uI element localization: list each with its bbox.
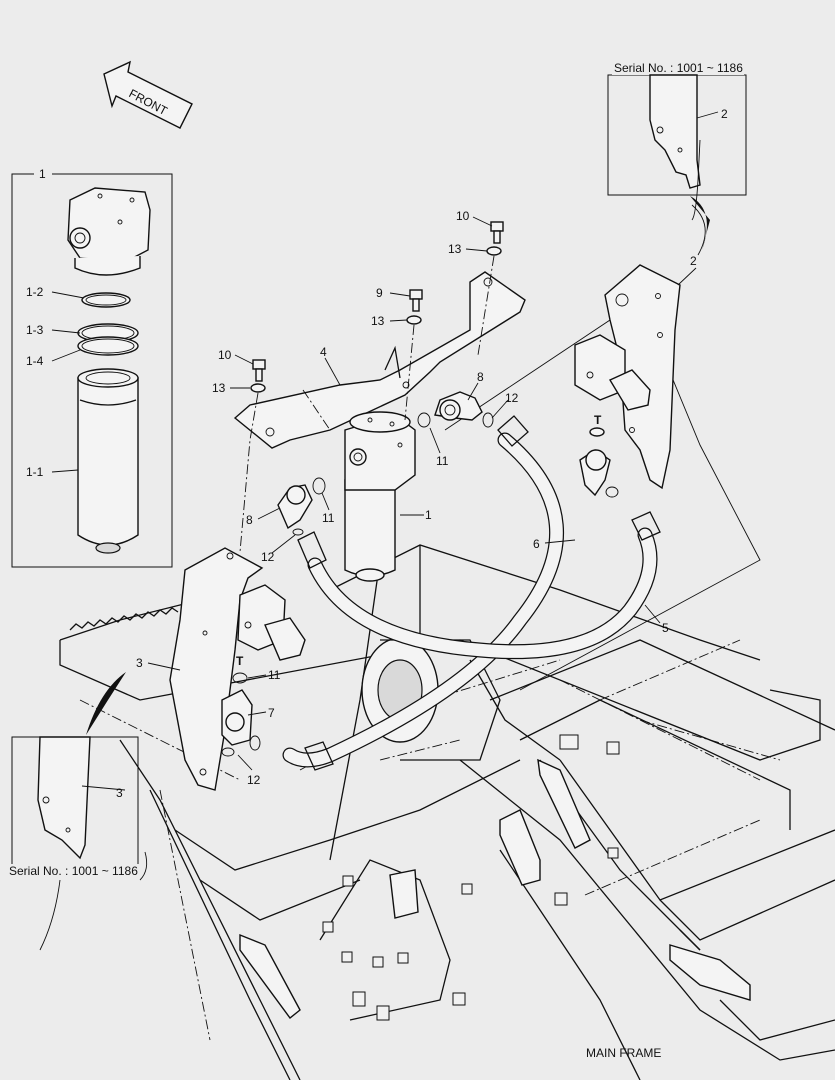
- bracket-4: [233, 271, 526, 449]
- elbow-8-right: [417, 391, 494, 428]
- callout-9: 9: [376, 286, 383, 300]
- callout-10-top: 10: [456, 209, 470, 223]
- bolt-10-top: [486, 221, 504, 256]
- callout-1-4: 1-4: [26, 354, 44, 368]
- callout-11-lower: 11: [268, 668, 281, 682]
- hose-5: [297, 511, 661, 660]
- callout-6: 6: [533, 537, 540, 551]
- callout-1-center: 1: [425, 508, 432, 522]
- inset-arrow-bottom-head: [86, 672, 126, 735]
- inset-serial-bottom: Serial No. : 1001 ~ 1186: [8, 736, 148, 951]
- bracket-2: [574, 264, 681, 490]
- callout-13-top: 13: [448, 242, 462, 256]
- callout-labels: 2 3 1-2 1-3 1-4 1-1 10 13 9 13 10 13 4 8…: [26, 107, 728, 1060]
- port-t-right: T: [594, 413, 602, 427]
- elbow-8-left: [277, 477, 326, 536]
- callout-4: 4: [320, 345, 327, 359]
- callout-3-inset: 3: [116, 786, 123, 800]
- callout-3: 3: [136, 656, 143, 670]
- callout-1-1: 1-1: [26, 465, 44, 479]
- mount-plane-outline: [444, 299, 761, 691]
- callout-1-kit: 1: [39, 167, 46, 181]
- elbow-right-bracket: [579, 449, 619, 498]
- callout-11-right: 11: [436, 454, 449, 468]
- serial-label-top: Serial No. : 1001 ~ 1186: [614, 61, 743, 75]
- bolt-10-left: [250, 359, 266, 393]
- callout-8-right: 8: [477, 370, 484, 384]
- main-frame: [59, 544, 835, 1080]
- leader-lines: [51, 111, 719, 791]
- bolt-9: [406, 289, 423, 325]
- elbow-7: [221, 689, 261, 757]
- callout-12-left: 12: [261, 550, 275, 564]
- inset-arrow-top-head: [690, 196, 710, 250]
- main-frame-label: MAIN FRAME: [586, 1046, 661, 1060]
- inset-arrow-top: [691, 204, 706, 256]
- callout-11-left: 11: [322, 511, 335, 525]
- callout-2-inset: 2: [721, 107, 728, 121]
- callout-1-2: 1-2: [26, 285, 44, 299]
- filter-assembly: [344, 411, 416, 582]
- callout-12-right: 12: [505, 391, 519, 405]
- callout-12-lower: 12: [247, 773, 261, 787]
- callout-13-left: 13: [212, 381, 226, 395]
- callout-13-mid: 13: [371, 314, 385, 328]
- callout-5: 5: [662, 621, 669, 635]
- callout-2: 2: [690, 254, 697, 268]
- serial-label-bottom: Serial No. : 1001 ~ 1186: [9, 864, 138, 878]
- front-arrow: FRONT: [103, 60, 193, 129]
- inset-filter-kit: 1: [11, 167, 173, 568]
- callout-1-3: 1-3: [26, 323, 44, 337]
- callout-7: 7: [268, 706, 275, 720]
- callout-8-left: 8: [246, 513, 253, 527]
- callout-10-left: 10: [218, 348, 232, 362]
- inset-serial-top: Serial No. : 1001 ~ 1186: [607, 61, 747, 221]
- port-t-left: T: [236, 654, 244, 668]
